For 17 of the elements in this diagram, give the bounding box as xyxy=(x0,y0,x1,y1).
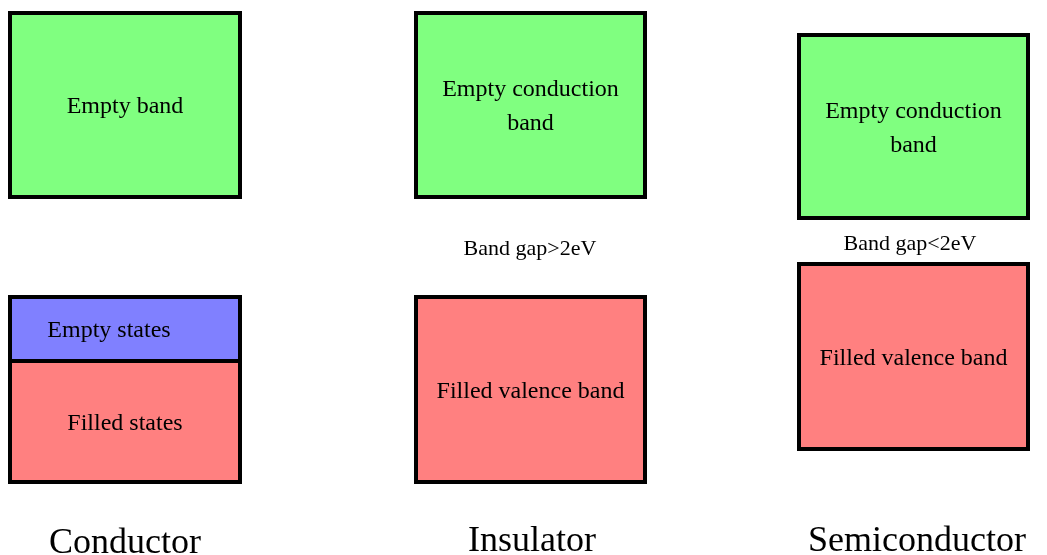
band-gap-label: Band gap>2eV xyxy=(463,234,597,262)
energy-band-box xyxy=(797,33,1030,220)
energy-band-box xyxy=(414,11,647,199)
material-label: Semiconductor xyxy=(808,518,1026,555)
band-text: Filled valence band xyxy=(436,375,625,405)
band-text: Filled states xyxy=(67,407,183,437)
energy-band-box xyxy=(414,295,647,484)
band-text: Filled valence band xyxy=(819,342,1008,372)
band-text: Empty band xyxy=(66,91,184,120)
material-label: Conductor xyxy=(49,520,201,555)
band-text: Empty states xyxy=(47,315,171,344)
energy-band-box xyxy=(8,11,242,199)
band-text: Empty conduction band xyxy=(824,95,1003,159)
band-gap-label: Band gap<2eV xyxy=(843,229,977,257)
material-label: Insulator xyxy=(468,518,596,555)
band-text: Empty conduction band xyxy=(441,74,620,137)
energy-band-box xyxy=(797,262,1030,451)
